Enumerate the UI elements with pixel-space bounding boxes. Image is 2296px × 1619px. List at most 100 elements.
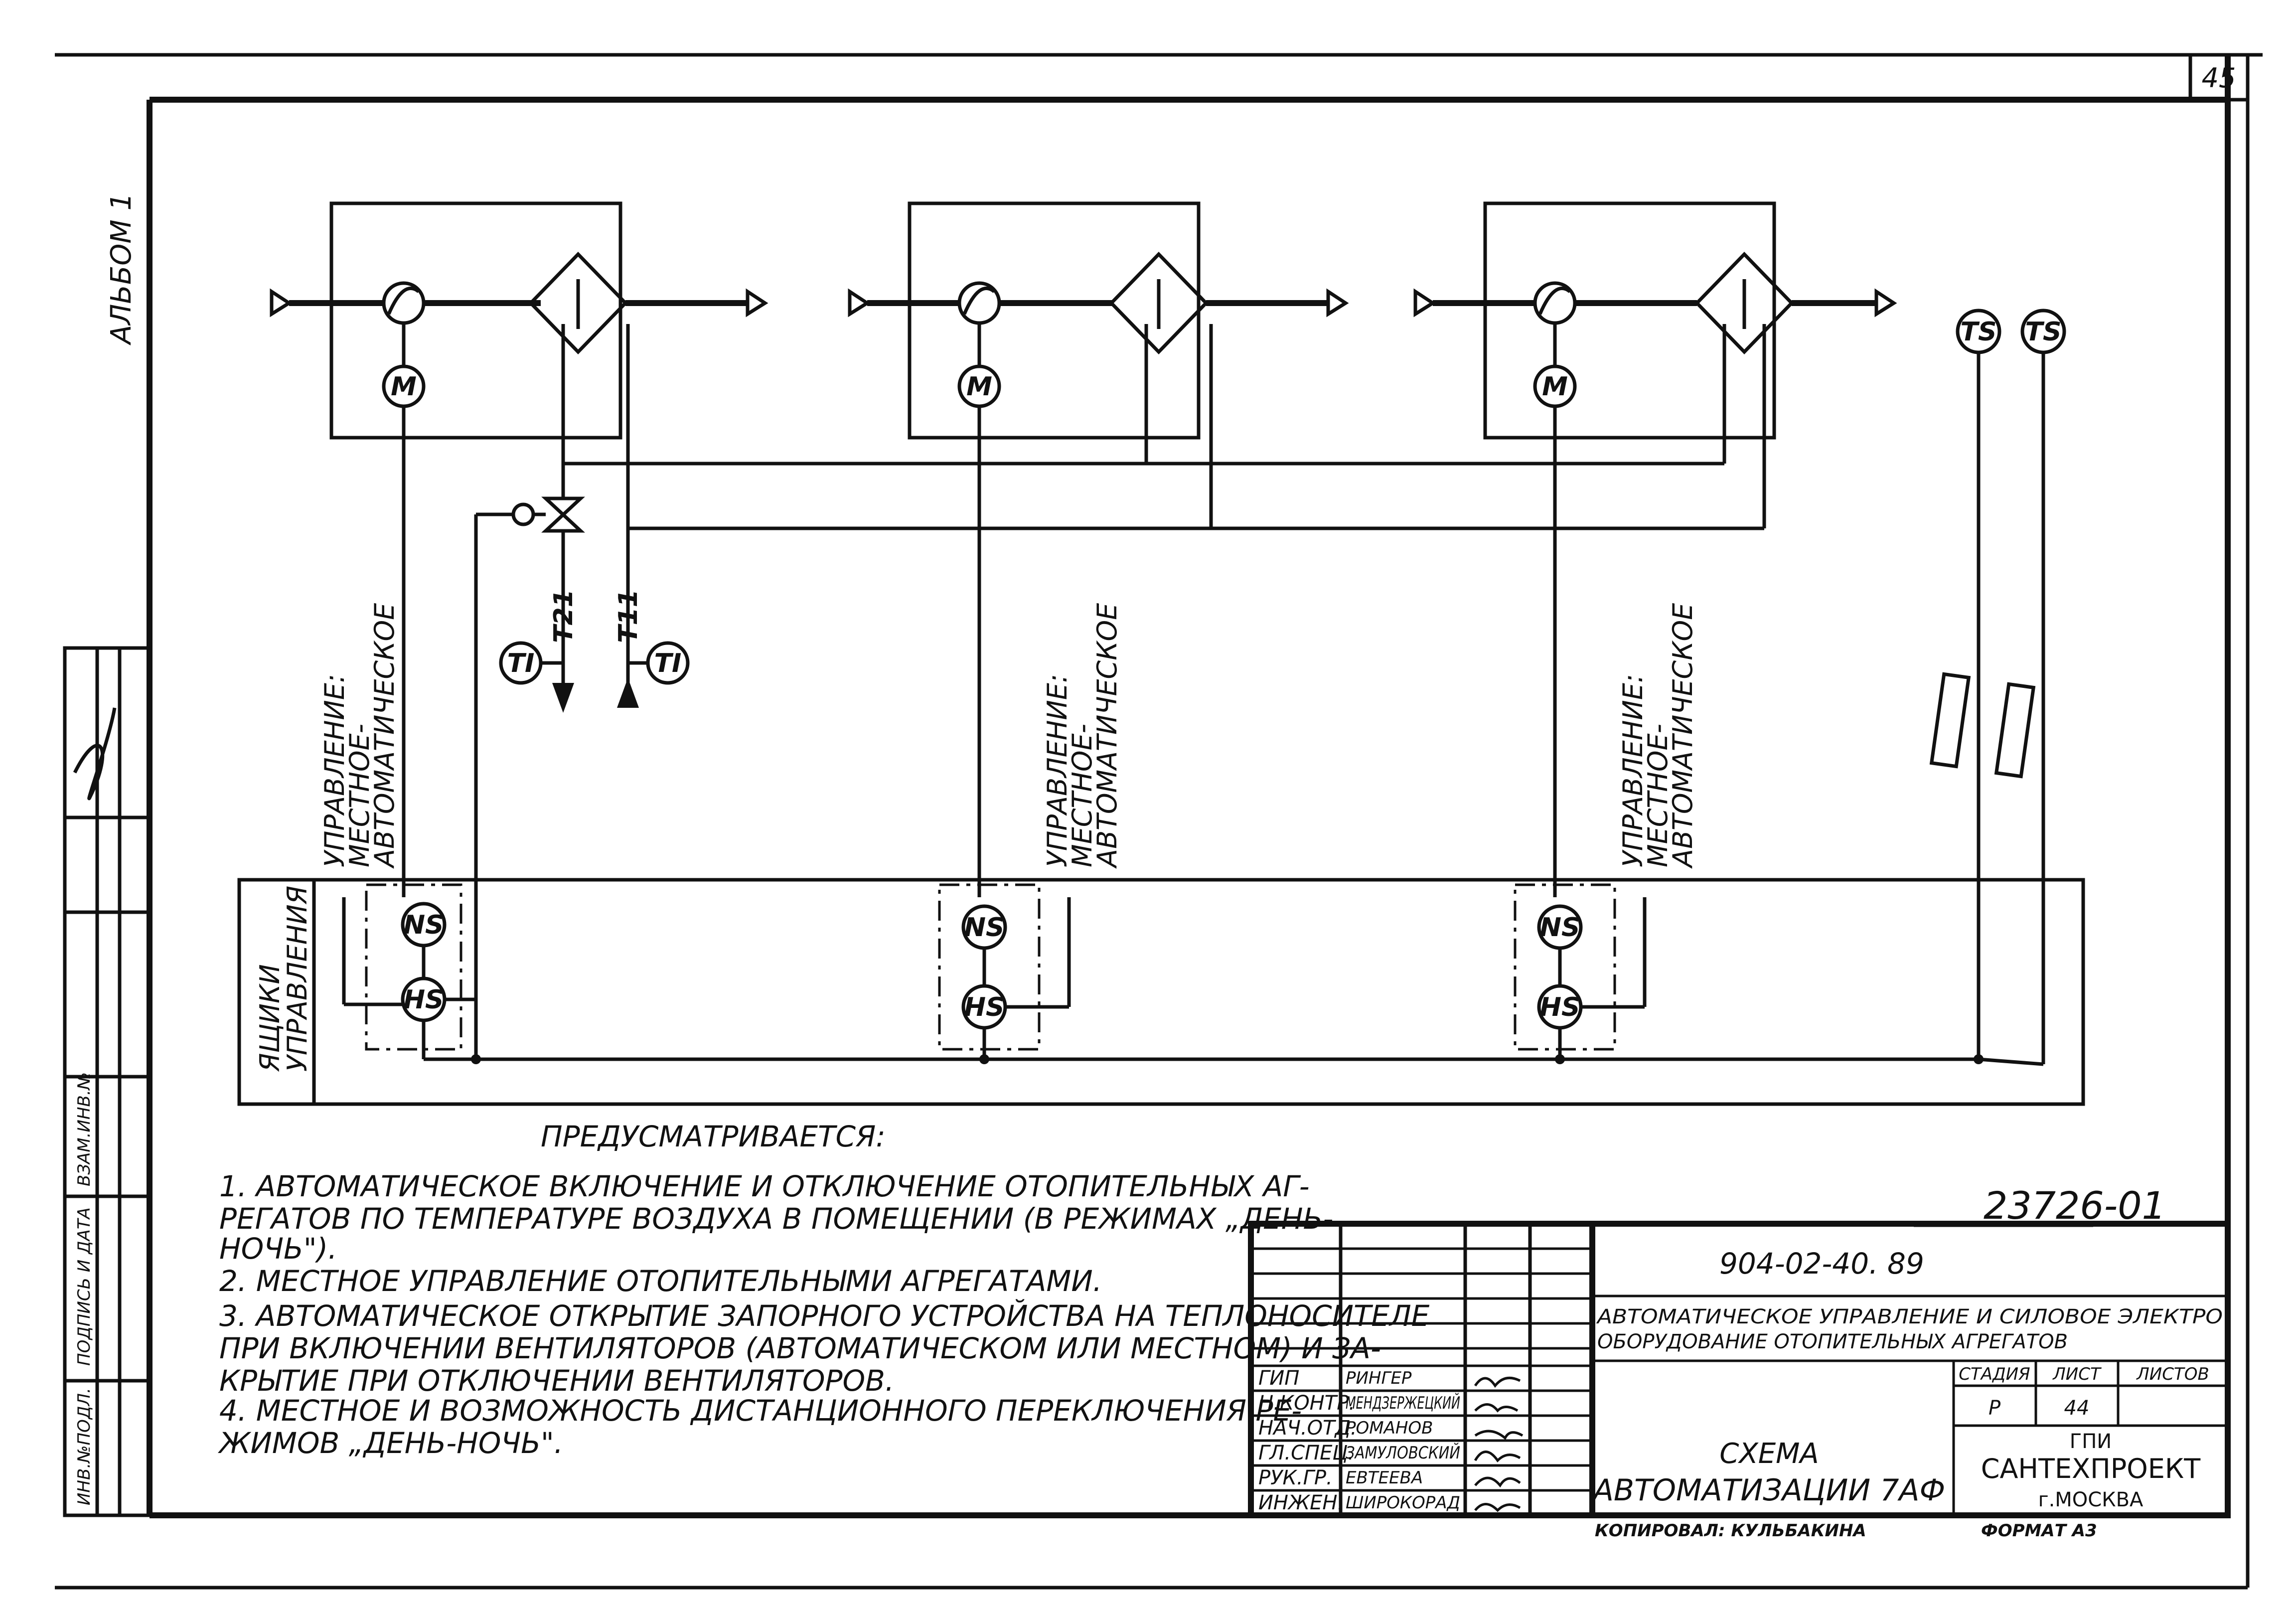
control-boxes-label-line1: ЯЩИКИ <box>254 964 286 1072</box>
svg-text:МЕСТНОЕ-: МЕСТНОЕ- <box>344 724 375 867</box>
svg-text:МЕСТНОЕ-: МЕСТНОЕ- <box>1067 724 1098 867</box>
svg-text:АВТОМАТИЧЕСКОЕ: АВТОМАТИЧЕСКОЕ <box>1091 603 1123 869</box>
unit-3-housing <box>1483 201 1776 440</box>
side-stamp: ИНВ.№ПОДЛ. ПОДПИСЬ И ДАТА ВЗАМ.ИНВ.№ <box>63 646 152 1517</box>
format-label: ФОРМАТ А3 <box>1981 1521 2097 1541</box>
room-thermostats: TS TS <box>1929 309 2066 1064</box>
note-line-6: ПРИ ВКЛЮЧЕНИИ ВЕНТИЛЯТОРОВ (АВТОМАТИЧЕСК… <box>219 1331 1381 1365</box>
pipe-supply-label: T21 <box>549 589 579 643</box>
svg-text:УПРАВЛЕНИЕ:: УПРАВЛЕНИЕ: <box>1617 674 1649 867</box>
svg-text:РОМАНОВ: РОМАНОВ <box>1346 1418 1433 1438</box>
note-line-1: 1. АВТОМАТИЧЕСКОЕ ВКЛЮЧЕНИЕ И ОТКЛЮЧЕНИЕ… <box>219 1169 1310 1203</box>
svg-text:РУК.ГР.: РУК.ГР. <box>1258 1466 1333 1489</box>
control-boxes-label-line2: УПРАВЛЕНИЯ <box>282 886 313 1072</box>
svg-text:HS: HS <box>404 985 444 1015</box>
unit-1-housing <box>329 201 622 440</box>
svg-text:НАЧ.ОТД.: НАЧ.ОТД. <box>1258 1417 1357 1440</box>
control-box-3 <box>1514 883 1616 1051</box>
unit-2-air-outlet <box>1326 288 1349 318</box>
svg-text:УПРАВЛЕНИЕ:: УПРАВЛЕНИЕ: <box>1042 674 1073 867</box>
svg-text:HS: HS <box>1540 992 1580 1022</box>
staff-row-3: НАЧ.ОТД. РОМАНОВ <box>1258 1417 1433 1440</box>
stage-value: Р <box>1989 1397 2001 1420</box>
temp-switch-1-mount <box>1929 672 1971 769</box>
sheets-header: ЛИСТОВ <box>2136 1364 2209 1384</box>
svg-text:ГЛ.СПЕЦ.: ГЛ.СПЕЦ. <box>1258 1442 1354 1464</box>
svg-text:АВТОМАТИЧЕСКОЕ: АВТОМАТИЧЕСКОЕ <box>1667 603 1698 869</box>
svg-text:NS: NS <box>964 913 1005 943</box>
svg-text:TI: TI <box>654 648 682 678</box>
stage-header: СТАДИЯ <box>1959 1364 2030 1384</box>
heat-carrier-piping: T21 T11 TI TI <box>474 324 1766 1059</box>
project-title-line1: АВТОМАТИЧЕСКОЕ УПРАВЛЕНИЕ И СИЛОВОЕ ЭЛЕК… <box>1596 1305 2223 1328</box>
sheet-title-line1: СХЕМА <box>1719 1438 1819 1470</box>
svg-text:NS: NS <box>404 910 444 940</box>
svg-text:МЕНДЗЕРЖЕЦКИЙ: МЕНДЗЕРЖЕЦКИЙ <box>1346 1393 1460 1413</box>
svg-text:TI: TI <box>507 648 535 678</box>
unit-1-air-inlet <box>270 288 293 318</box>
page-number-box: 45 <box>2188 53 2250 102</box>
svg-text:Н.КОНТР.: Н.КОНТР. <box>1258 1392 1355 1415</box>
heating-unit-2: M <box>848 201 1349 897</box>
sheet-value: 44 <box>2064 1397 2090 1420</box>
svg-text:УПРАВЛЕНИЕ:: УПРАВЛЕНИЕ: <box>319 674 350 867</box>
unit-3-air-inlet <box>1413 288 1436 318</box>
side-stamp-signature <box>73 707 117 801</box>
organization-line2: САНТЕХПРОЕКТ <box>1981 1453 2201 1484</box>
unit-2-housing <box>908 201 1201 440</box>
heating-unit-3: M <box>1413 201 1897 897</box>
note-line-3: НОЧЬ"). <box>219 1232 337 1266</box>
staff-row-2: Н.КОНТР. МЕНДЗЕРЖЕЦКИЙ <box>1258 1392 1460 1415</box>
document-code: 904-02-40. 89 <box>1719 1247 1924 1281</box>
control-mode-label-3: УПРАВЛЕНИЕ: МЕСТНОЕ- АВТОМАТИЧЕСКОЕ <box>1617 603 1698 869</box>
organization-line3: г.МОСКВА <box>2038 1488 2143 1511</box>
svg-text:M: M <box>1542 372 1568 402</box>
svg-text:ЕВТЕЕВА: ЕВТЕЕВА <box>1346 1468 1423 1488</box>
staff-row-5: РУК.ГР. ЕВТЕЕВА <box>1258 1466 1423 1489</box>
svg-text:ЗАМУЛОВСКИЙ: ЗАМУЛОВСКИЙ <box>1346 1443 1460 1463</box>
svg-text:HS: HS <box>964 992 1005 1022</box>
staff-signatures <box>1474 1376 1524 1512</box>
note-line-8: 4. МЕСТНОЕ И ВОЗМОЖНОСТЬ ДИСТАНЦИОННОГО … <box>219 1394 1302 1428</box>
copied-by: КОПИРОВАЛ: КУЛЬБАКИНА <box>1595 1521 1866 1541</box>
unit-2-air-inlet <box>848 288 871 318</box>
drawing-number-handwritten: 23726-01 <box>1984 1183 2166 1228</box>
svg-text:МЕСТНОЕ-: МЕСТНОЕ- <box>1642 724 1674 867</box>
return-pipe-arrow-icon <box>617 678 639 708</box>
notes-section: ПРЕДУСМАТРИВАЕТСЯ: 1. АВТОМАТИЧЕСКОЕ ВКЛ… <box>218 1120 1430 1460</box>
temp-switch-2-mount <box>1994 682 2036 779</box>
svg-text:ИНЖЕН.: ИНЖЕН. <box>1258 1491 1344 1514</box>
sheet-header: ЛИСТ <box>2052 1364 2102 1384</box>
svg-text:ШИРОКОРАД: ШИРОКОРАД <box>1346 1493 1460 1513</box>
control-mode-label-2: УПРАВЛЕНИЕ: МЕСТНОЕ- АВТОМАТИЧЕСКОЕ <box>1042 603 1123 869</box>
staff-row-6: ИНЖЕН. ШИРОКОРАД <box>1258 1491 1460 1514</box>
notes-heading: ПРЕДУСМАТРИВАЕТСЯ: <box>541 1120 886 1153</box>
svg-text:M: M <box>966 372 992 402</box>
svg-text:РИНГЕР: РИНГЕР <box>1346 1368 1412 1388</box>
supply-pipe-arrow-icon <box>552 683 574 713</box>
note-line-4: 2. МЕСТНОЕ УПРАВЛЕНИЕ ОТОПИТЕЛЬНЫМИ АГРЕ… <box>219 1264 1102 1298</box>
valve-actuator-icon <box>511 502 535 526</box>
svg-text:ГИП: ГИП <box>1258 1367 1299 1390</box>
control-boxes-panel: ЯЩИКИ УПРАВЛЕНИЯ NS HS NS HS NS HS <box>237 878 2085 1106</box>
unit-2-heater-icon <box>1109 251 1209 355</box>
note-line-9: ЖИМОВ „ДЕНЬ-НОЧЬ". <box>218 1426 563 1460</box>
note-line-2: РЕГАТОВ ПО ТЕМПЕРАТУРЕ ВОЗДУХА В ПОМЕЩЕН… <box>219 1202 1333 1236</box>
project-title-line2: ОБОРУДОВАНИЕ ОТОПИТЕЛЬНЫХ АГРЕГАТОВ <box>1597 1330 2068 1353</box>
control-box-1 <box>365 883 462 1051</box>
side-stamp-sign-date: ПОДПИСЬ И ДАТА <box>74 1207 94 1366</box>
svg-text:NS: NS <box>1540 913 1580 943</box>
staff-row-1: ГИП РИНГЕР <box>1258 1367 1412 1390</box>
title-block: 23726-01 ГИП РИНГЕР Н.КОНТР. МЕНДЗЕРЖЕЦК… <box>1248 1183 2231 1541</box>
svg-text:АВТОМАТИЧЕСКОЕ: АВТОМАТИЧЕСКОЕ <box>369 603 400 869</box>
side-stamp-replaces-inv: ВЗАМ.ИНВ.№ <box>74 1072 94 1186</box>
shutoff-valve-icon <box>541 496 585 533</box>
control-box-2 <box>938 883 1041 1051</box>
staff-row-4: ГЛ.СПЕЦ. ЗАМУЛОВСКИЙ <box>1258 1442 1460 1464</box>
control-boxes-frame <box>237 878 2085 1106</box>
sheet-title-line2: АВТОМАТИЗАЦИИ 7АФ <box>1591 1473 1945 1508</box>
unit-1-air-outlet <box>746 288 768 318</box>
album-label: АЛЬБОМ 1 <box>105 193 138 345</box>
note-line-5: 3. АВТОМАТИЧЕСКОЕ ОТКРЫТИЕ ЗАПОРНОГО УСТ… <box>219 1298 1430 1333</box>
